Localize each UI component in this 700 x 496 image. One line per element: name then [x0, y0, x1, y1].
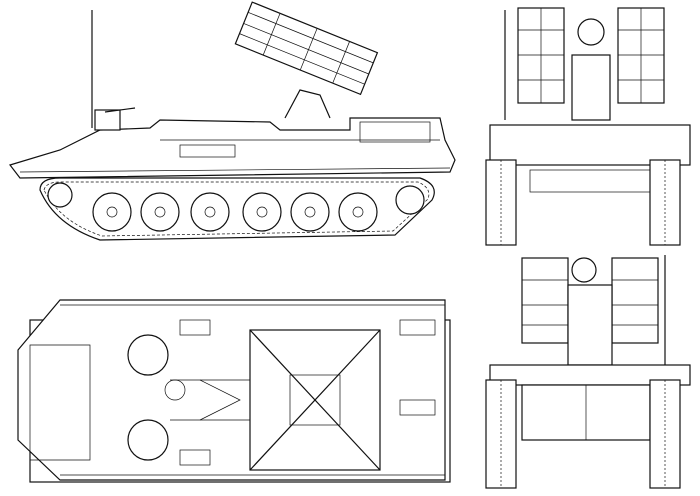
road-wheel: [140, 192, 180, 232]
machine-gun: [104, 107, 136, 113]
track-right: [649, 159, 681, 246]
road-wheel: [338, 192, 378, 232]
track-left: [485, 159, 517, 246]
hatch: [127, 419, 169, 461]
radar-dish: [571, 257, 597, 283]
hatch: [127, 334, 169, 376]
drive-sprocket: [47, 182, 73, 208]
front-view: [485, 7, 691, 246]
launcher-mount: [284, 89, 331, 119]
road-wheel: [92, 192, 132, 232]
launcher-pod-right: [611, 257, 659, 344]
rear-view: [485, 255, 691, 489]
hull-top: [17, 299, 446, 481]
radar-dish: [577, 18, 605, 46]
missile-launcher: [234, 1, 379, 96]
track: [39, 177, 435, 241]
hull: [8, 117, 456, 179]
gun-turret: [94, 109, 121, 131]
hull-front: [489, 124, 691, 166]
idler-wheel: [395, 185, 425, 215]
launcher-pod-left: [521, 257, 569, 344]
side-view: [8, 1, 456, 241]
road-wheel: [190, 192, 230, 232]
road-wheel: [242, 192, 282, 232]
top-view: [17, 299, 451, 483]
road-wheel: [290, 192, 330, 232]
